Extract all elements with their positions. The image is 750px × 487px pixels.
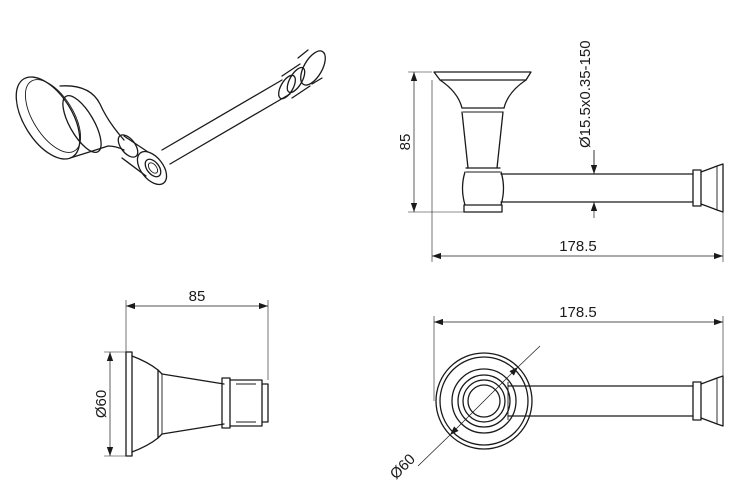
top-view (435, 352, 724, 450)
front-view (125, 351, 269, 457)
isometric-view (15, 49, 326, 186)
top-dim-length: 178.5 (433, 304, 724, 401)
side-dim-length: 178.5 (431, 80, 724, 262)
top-length-label: 178.5 (559, 304, 597, 321)
front-dim-depth: 85 (125, 288, 269, 380)
front-diameter-label: Ø60 (93, 390, 110, 418)
top-diameter-label: Ø60 (387, 451, 419, 483)
front-dim-diameter: Ø60 (93, 351, 126, 457)
side-dim-rod-diameter: Ø15.5x0.35-150 (577, 40, 598, 218)
side-length-label: 178.5 (559, 238, 597, 255)
front-depth-label: 85 (189, 288, 206, 305)
side-dim-height: 85 (397, 71, 464, 213)
rod-diameter-label: Ø15.5x0.35-150 (577, 40, 594, 148)
side-height-label: 85 (397, 134, 414, 151)
